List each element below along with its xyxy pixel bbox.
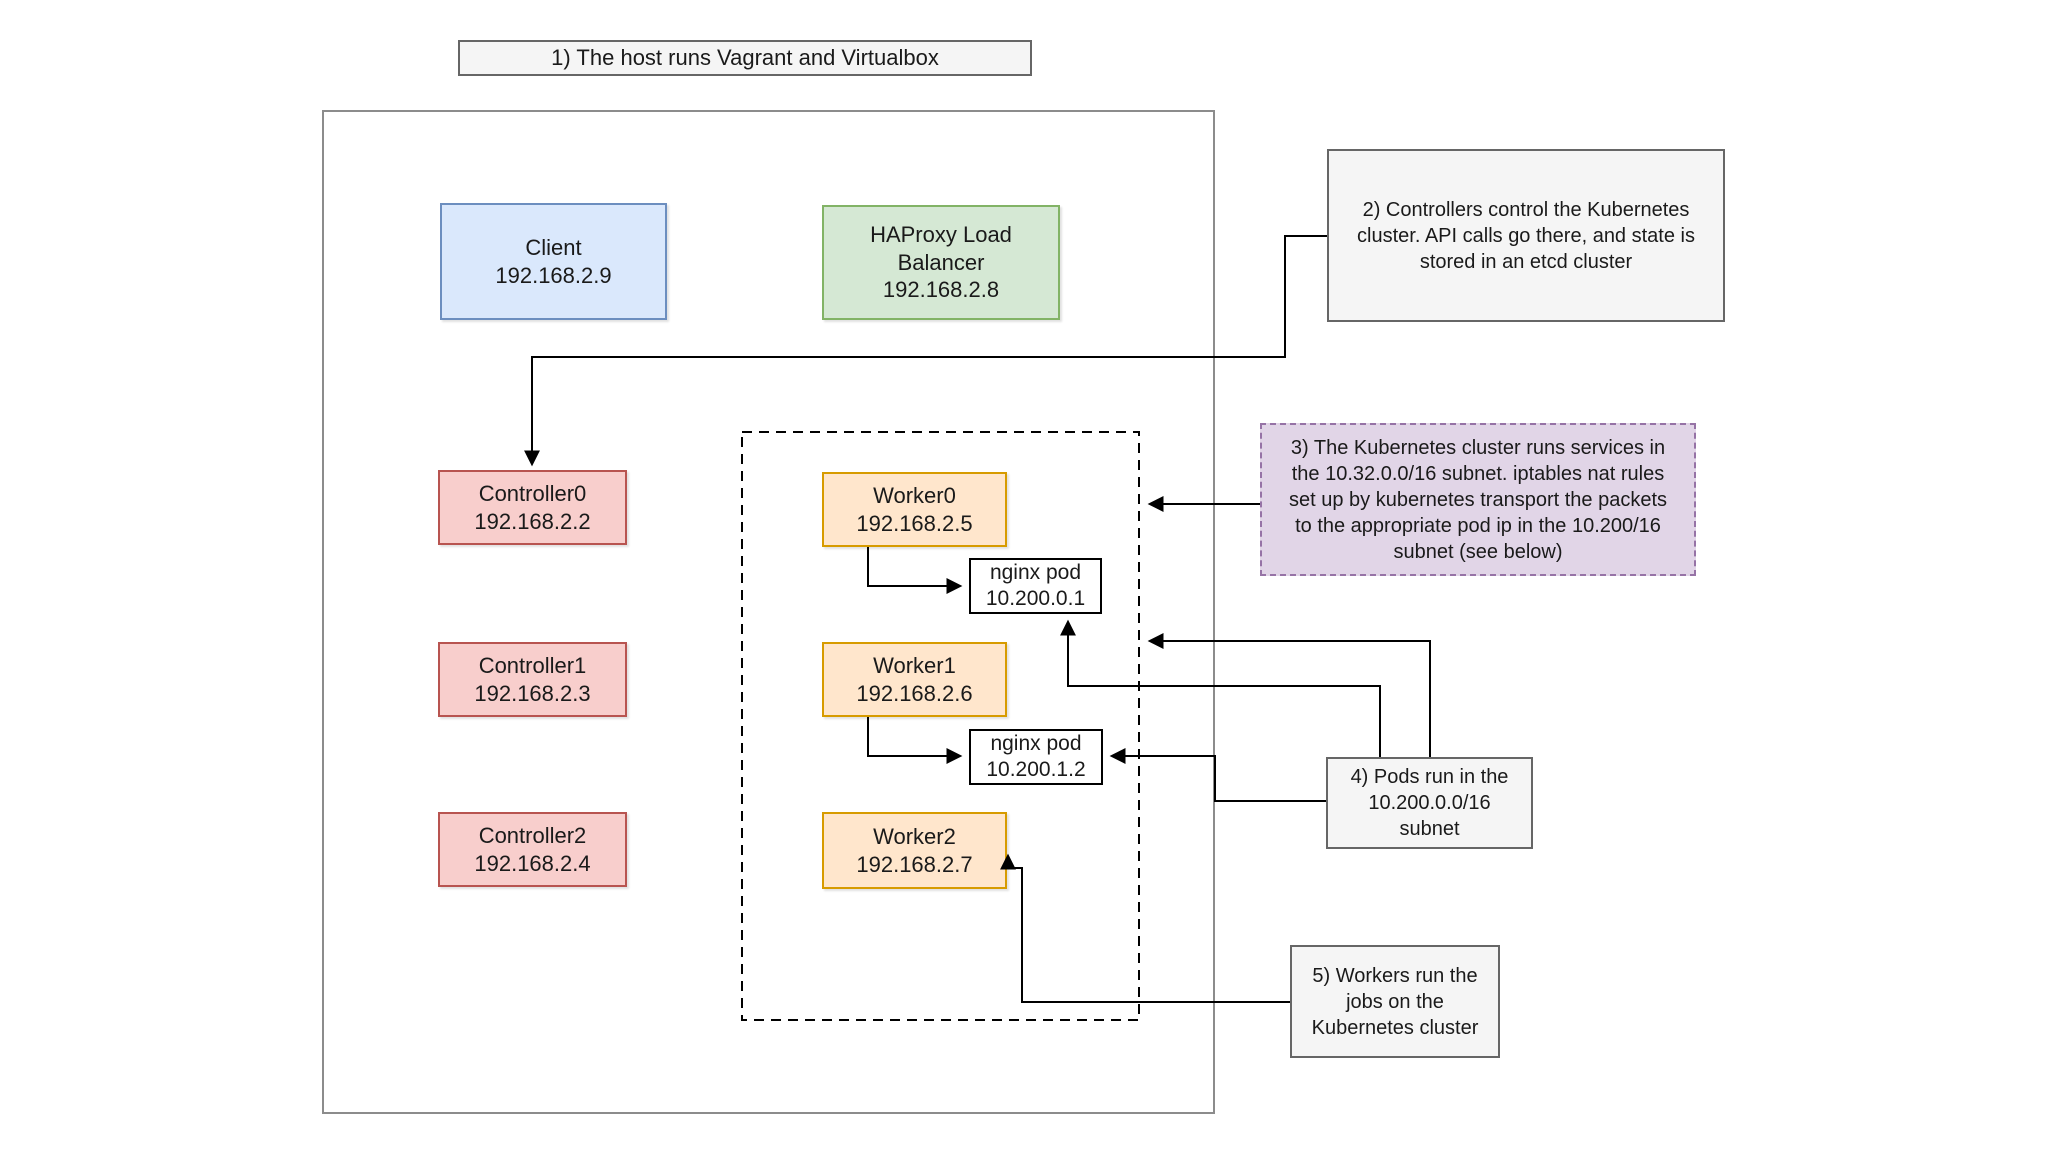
arrow-worker0-to-nginx-pod-0 [867, 547, 963, 594]
annotation-text: 5) Workers run the jobs on the Kubernete… [1311, 964, 1479, 1039]
node-label: Worker1 [873, 653, 956, 678]
annotation-text: 1) The host runs Vagrant and Virtualbox [551, 44, 939, 70]
node-label: Controller1 [478, 653, 587, 678]
annotation-controllers: 2) Controllers control the Kubernetes cl… [1327, 149, 1725, 322]
node-nginx-pod-0: nginx pod 10.200.0.1 [969, 558, 1102, 614]
node-label: Controller2 [478, 823, 587, 848]
annotation-text: 4) Pods run in the 10.200.0.0/16 subnet [1350, 766, 1509, 840]
node-ip: 10.200.1.2 [986, 758, 1086, 781]
node-client: Client 192.168.2.9 [440, 203, 667, 320]
node-ip: 10.200.0.1 [985, 587, 1086, 610]
node-worker1: Worker1 192.168.2.6 [822, 642, 1007, 717]
node-worker2: Worker2 192.168.2.7 [822, 812, 1007, 889]
node-ip: 192.168.2.2 [474, 508, 591, 534]
node-label: Worker0 [873, 483, 956, 508]
annotation-service-subnet: 3) The Kubernetes cluster runs services … [1260, 423, 1696, 576]
node-ip: 192.168.2.5 [856, 510, 973, 536]
node-controller1: Controller1 192.168.2.3 [438, 642, 627, 717]
annotation-text: 2) Controllers control the Kubernetes cl… [1357, 198, 1695, 273]
arrow-note4-to-nginx-pod-1 [1109, 748, 1326, 802]
arrow-note4-to-nginx-pod-0 [1060, 619, 1381, 757]
node-ip: 192.168.2.8 [882, 277, 1000, 303]
node-label: Client [525, 235, 582, 260]
arrow-note5-to-worker2 [1000, 853, 1290, 1003]
node-nginx-pod-1: nginx pod 10.200.1.2 [969, 729, 1103, 785]
arrow-worker1-to-nginx-pod-1 [867, 717, 963, 764]
node-controller2: Controller2 192.168.2.4 [438, 812, 627, 887]
node-label: Controller0 [478, 481, 587, 506]
node-haproxy-load-balancer: HAProxy Load Balancer 192.168.2.8 [822, 205, 1060, 320]
node-label: nginx pod [989, 561, 1082, 585]
node-ip: 192.168.2.3 [474, 680, 591, 706]
node-controller0: Controller0 192.168.2.2 [438, 470, 627, 545]
node-ip: 192.168.2.4 [474, 850, 591, 876]
arrow-note4-to-cluster [1147, 633, 1431, 757]
annotation-text: 3) The Kubernetes cluster runs services … [1289, 436, 1667, 563]
node-ip: 192.168.2.6 [856, 680, 973, 706]
annotation-host-vagrant: 1) The host runs Vagrant and Virtualbox [458, 40, 1032, 76]
node-worker0: Worker0 192.168.2.5 [822, 472, 1007, 547]
node-ip: 192.168.2.9 [495, 262, 612, 288]
node-label: nginx pod [990, 732, 1082, 756]
annotation-pod-subnet: 4) Pods run in the 10.200.0.0/16 subnet [1326, 757, 1533, 849]
node-label: Worker2 [873, 824, 956, 849]
annotation-workers: 5) Workers run the jobs on the Kubernete… [1290, 945, 1500, 1058]
node-ip: 192.168.2.7 [856, 851, 973, 877]
node-label: HAProxy Load Balancer [870, 222, 1012, 275]
